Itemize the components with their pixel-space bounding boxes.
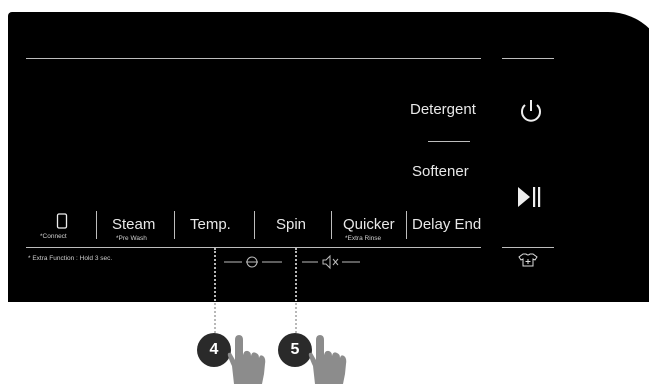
steam-sublabel: *Pre Wash: [116, 235, 147, 242]
play-pause-icon: [518, 187, 541, 207]
pointing-hand-icon: [308, 335, 347, 384]
right-bottom-divider: [502, 247, 554, 248]
connect-button[interactable]: *Connect: [36, 213, 90, 243]
child-lock-indicator: [222, 254, 284, 270]
start-pause-button[interactable]: [516, 184, 544, 210]
mute-indicator: [300, 254, 362, 270]
power-button[interactable]: [517, 96, 545, 126]
mute-icon: [302, 254, 360, 270]
connect-sublabel: *Connect: [40, 233, 67, 240]
callout-badge-4: 4: [197, 333, 231, 367]
detergent-divider: [428, 141, 470, 142]
steam-label: Steam: [112, 216, 156, 233]
detergent-label[interactable]: Detergent: [410, 101, 476, 118]
separator-1: [96, 211, 97, 239]
softener-label[interactable]: Softener: [412, 163, 469, 180]
separator-5: [406, 211, 407, 239]
separator-4: [331, 211, 332, 239]
separator-2: [174, 211, 175, 239]
quicker-button[interactable]: Quicker *Extra Rinse: [343, 216, 403, 244]
control-panel: [8, 12, 649, 302]
leader-line-4: [214, 248, 216, 348]
leader-line-5: [295, 248, 297, 348]
garment-add-icon: [518, 253, 538, 267]
child-lock-icon: [224, 256, 282, 268]
steam-button[interactable]: Steam *Pre Wash: [110, 216, 165, 244]
power-icon: [521, 100, 541, 122]
callout-number-5: 5: [290, 341, 300, 358]
temp-button[interactable]: Temp.: [190, 216, 245, 236]
temp-label: Temp.: [190, 216, 231, 233]
delay-end-label: Delay End: [412, 216, 482, 233]
smartphone-icon: [56, 213, 68, 229]
add-garment-button[interactable]: [517, 252, 539, 268]
pointing-hand-icon: [227, 335, 266, 384]
quicker-sublabel: *Extra Rinse: [345, 235, 382, 242]
spin-button[interactable]: Spin: [276, 216, 316, 236]
top-divider: [26, 58, 481, 59]
quicker-label: Quicker: [343, 216, 395, 233]
spin-label: Spin: [276, 216, 307, 233]
callout-badge-5: 5: [278, 333, 312, 367]
right-top-divider: [502, 58, 554, 59]
extra-function-note: * Extra Function : Hold 3 sec.: [28, 255, 113, 262]
separator-3: [254, 211, 255, 239]
delay-end-button[interactable]: Delay End: [412, 216, 492, 236]
callout-number-4: 4: [209, 341, 219, 358]
bottom-divider: [26, 247, 481, 248]
